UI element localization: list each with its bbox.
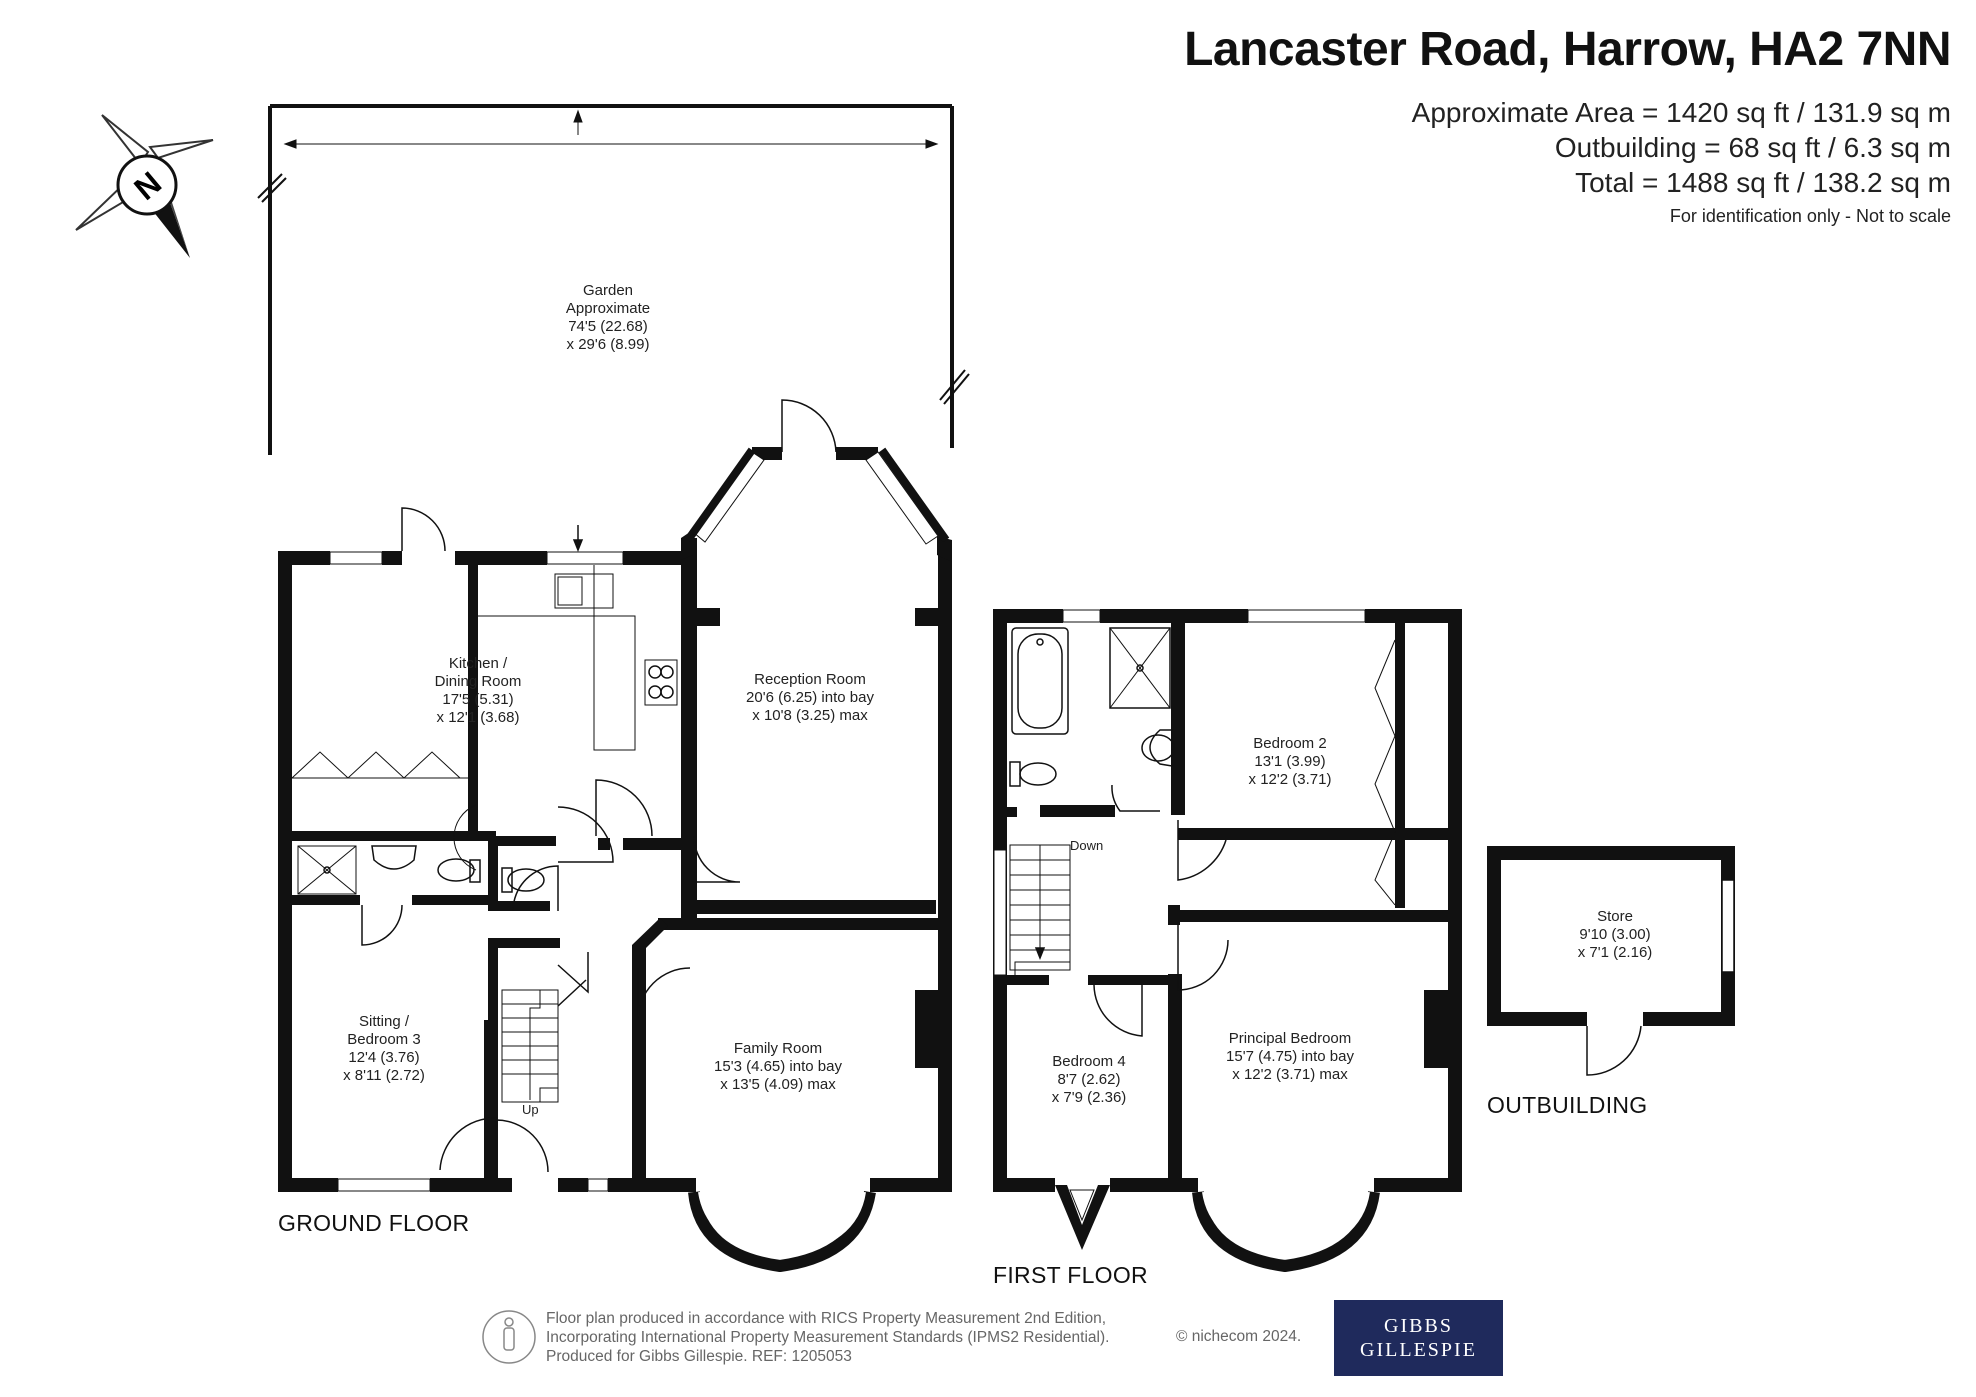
bedroom2-label: Bedroom 2 13'1 (3.99) x 12'2 (3.71) xyxy=(1249,735,1332,789)
bedroom4-dim2: x 7'9 (2.36) xyxy=(1051,1089,1127,1106)
sitting-label: Sitting / Bedroom 3 12'4 (3.76) x 8'11 (… xyxy=(343,1013,425,1085)
store-dim2: x 7'1 (2.16) xyxy=(1577,944,1653,961)
kitchen-name2: Dining Room xyxy=(434,673,522,690)
bedroom4-name: Bedroom 4 xyxy=(1052,1053,1126,1070)
garden-name: Garden xyxy=(582,282,634,299)
kitchen-dim2: x 12'1 (3.68) xyxy=(436,709,520,726)
outbuilding-label: OUTBUILDING xyxy=(1487,1092,1648,1118)
agent-logo: GIBBS GILLESPIE xyxy=(1334,1300,1503,1376)
stairs-up-label: Up xyxy=(522,1102,539,1117)
principal-bay xyxy=(1192,1191,1380,1273)
garden-line2: Approximate xyxy=(565,300,651,317)
outbuilding-fixtures xyxy=(1586,879,1735,1076)
ground-floor-walls xyxy=(278,447,952,1192)
family-name: Family Room xyxy=(733,1040,823,1057)
ground-floor-windows xyxy=(329,551,624,1192)
garden-dim2: x 29'6 (8.99) xyxy=(566,336,650,353)
reception-label: Reception Room 20'6 (6.25) into bay x 10… xyxy=(746,671,874,725)
area-outbuilding: Outbuilding = 68 sq ft / 6.3 sq m xyxy=(1554,132,1951,163)
kitchen-label: Kitchen / Dining Room 17'5 (5.31) x 12'1… xyxy=(435,655,522,727)
logo-line2: GILLESPIE xyxy=(1360,1339,1477,1361)
property-title: Lancaster Road, Harrow, HA2 7NN xyxy=(1184,23,1951,76)
bedroom2-name: Bedroom 2 xyxy=(1253,735,1327,752)
family-label: Family Room 15'3 (4.65) into bay x 13'5 … xyxy=(714,1040,842,1094)
family-dim2: x 13'5 (4.09) max xyxy=(720,1076,836,1093)
person-icon xyxy=(482,1310,536,1364)
copyright: © nichecom 2024. xyxy=(1176,1328,1302,1345)
principal-label: Principal Bedroom 15'7 (4.75) into bay x… xyxy=(1226,1030,1354,1084)
kitchen-name1: Kitchen / xyxy=(448,655,508,672)
garden-dim1: 74'5 (22.68) xyxy=(568,318,648,335)
reception-bay xyxy=(684,399,950,545)
logo-line1: GIBBS xyxy=(1384,1315,1453,1337)
reception-dim2: x 10'8 (3.25) max xyxy=(752,707,868,724)
footer-line2: Incorporating International Property Mea… xyxy=(546,1329,1110,1346)
family-dim1: 15'3 (4.65) into bay xyxy=(714,1058,842,1075)
bedroom4-bay xyxy=(1055,1185,1110,1250)
store-name: Store xyxy=(1597,908,1633,925)
bedroom2-dim1: 13'1 (3.99) xyxy=(1254,753,1326,770)
ground-floor-fixtures xyxy=(291,507,741,1178)
disclaimer-note: For identification only - Not to scale xyxy=(1669,206,1951,226)
sitting-dim2: x 8'11 (2.72) xyxy=(343,1067,425,1084)
area-total: Total = 1488 sq ft / 138.2 sq m xyxy=(1575,167,1951,198)
ground-floor-label: GROUND FLOOR xyxy=(278,1210,470,1236)
footer-line3: Produced for Gibbs Gillespie. REF: 12050… xyxy=(546,1348,852,1365)
principal-name: Principal Bedroom xyxy=(1228,1030,1352,1047)
garden-label: Garden Approximate 74'5 (22.68) x 29'6 (… xyxy=(566,282,650,354)
bedroom4-dim1: 8'7 (2.62) xyxy=(1057,1071,1121,1088)
sitting-dim1: 12'4 (3.76) xyxy=(348,1049,420,1066)
garden-boundary xyxy=(257,104,970,455)
family-bay xyxy=(688,1190,876,1273)
bedroom4-label: Bedroom 4 8'7 (2.62) x 7'9 (2.36) xyxy=(1052,1053,1127,1107)
store-dim1: 9'10 (3.00) xyxy=(1579,926,1651,943)
principal-dim1: 15'7 (4.75) into bay xyxy=(1226,1048,1354,1065)
store-label: Store 9'10 (3.00) x 7'1 (2.16) xyxy=(1578,908,1653,962)
area-approx: Approximate Area = 1420 sq ft / 131.9 sq… xyxy=(1411,97,1951,128)
footer-line1: Floor plan produced in accordance with R… xyxy=(546,1310,1107,1327)
first-floor-windows xyxy=(993,609,1366,976)
stairs-down-label: Down xyxy=(1070,838,1104,853)
reception-dim1: 20'6 (6.25) into bay xyxy=(746,689,874,706)
sitting-name1: Sitting / xyxy=(358,1013,410,1030)
sitting-name2: Bedroom 3 xyxy=(347,1031,421,1048)
kitchen-dim1: 17'5 (5.31) xyxy=(442,691,514,708)
bedroom2-dim2: x 12'2 (3.71) xyxy=(1248,771,1332,788)
first-floor-walls xyxy=(993,609,1462,1192)
first-floor-fixtures xyxy=(1009,627,1396,1037)
footer-text: Floor plan produced in accordance with R… xyxy=(546,1309,1109,1366)
first-floor-label: FIRST FLOOR xyxy=(993,1262,1148,1288)
compass-icon: N xyxy=(75,114,214,258)
first-floor-right-wall-bottom xyxy=(1374,1178,1462,1192)
reception-name: Reception Room xyxy=(754,671,866,688)
principal-dim2: x 12'2 (3.71) max xyxy=(1232,1066,1348,1083)
